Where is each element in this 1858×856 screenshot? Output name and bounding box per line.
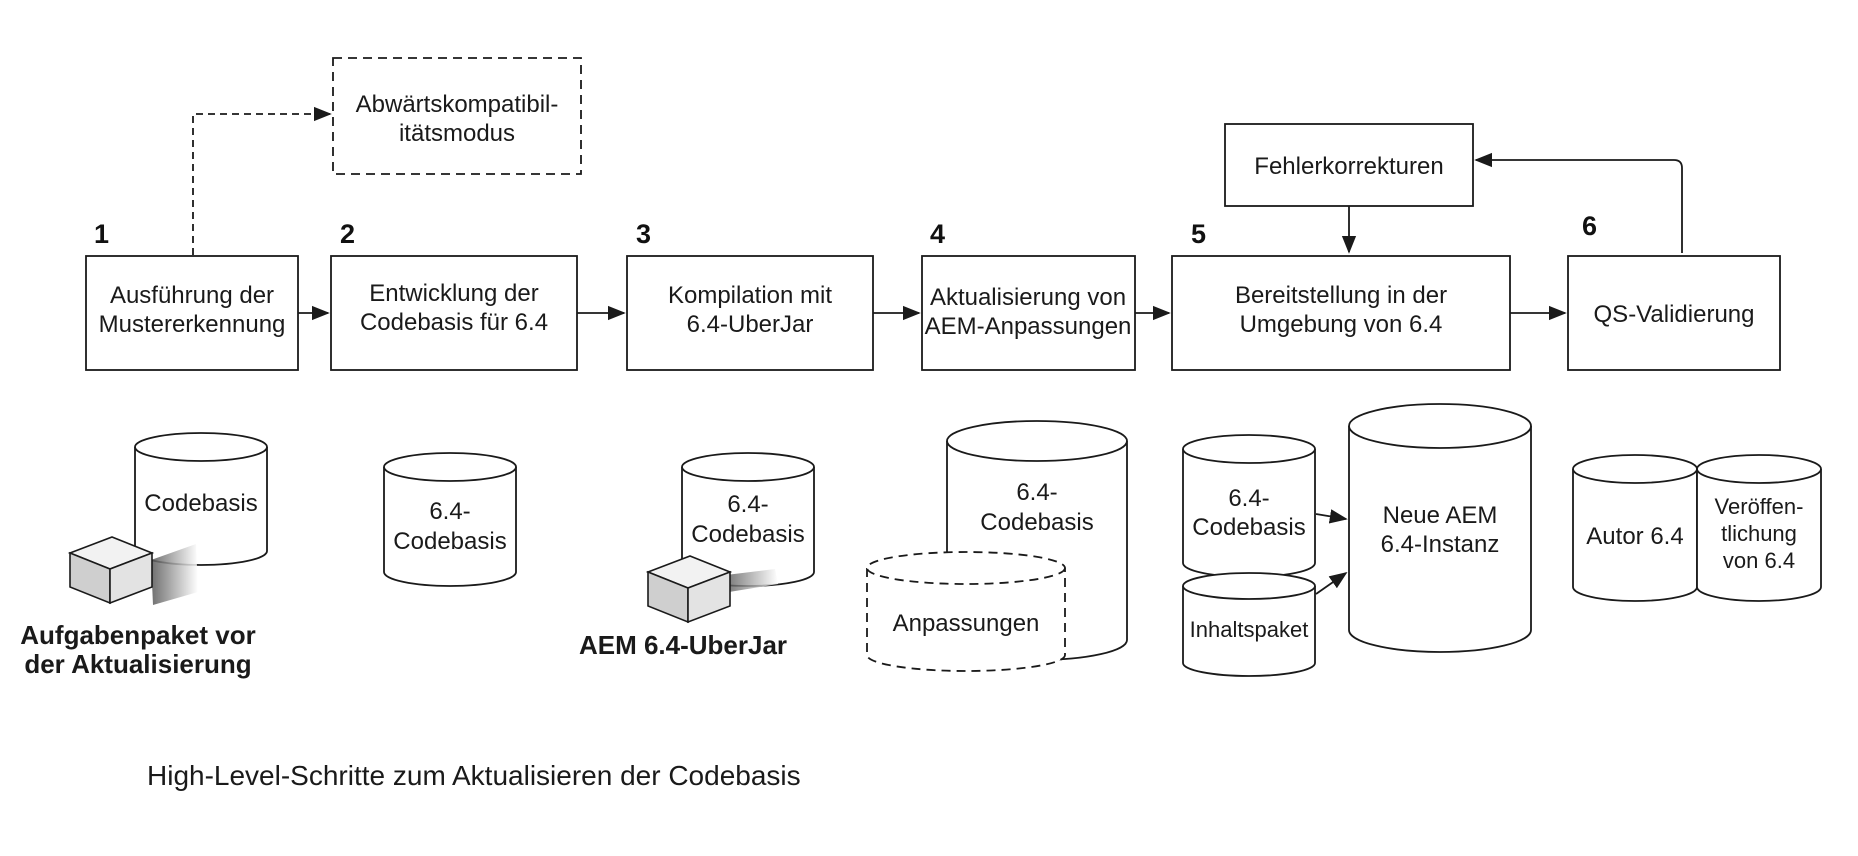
svg-text:Entwicklung der: Entwicklung der [369, 280, 538, 307]
svg-text:Codebasis: Codebasis [1192, 514, 1305, 541]
uberjar-package-label: AEM 6.4-UberJar [579, 630, 787, 660]
step-number-5: 5 [1191, 219, 1206, 249]
svg-text:Aktualisierung von: Aktualisierung von [930, 284, 1126, 311]
svg-text:Codebasis: Codebasis [144, 490, 257, 517]
arrow-codebasis-to-instance [1315, 509, 1348, 524]
customizations-cylinder: Anpassungen [866, 551, 1066, 672]
svg-text:6.4-UberJar: 6.4-UberJar [687, 311, 814, 338]
svg-text:Fehlerkorrekturen: Fehlerkorrekturen [1254, 153, 1443, 180]
compat-mode-box: Abwärtskompatibil- itätsmodus [332, 57, 582, 175]
step-box-2: Entwicklung der Codebasis für 6.4 [330, 255, 578, 371]
svg-text:Umgebung von 6.4: Umgebung von 6.4 [1240, 311, 1443, 338]
step-box-1: Ausführung der Mustererkennung [85, 255, 299, 371]
bugfix-box: Fehlerkorrekturen [1224, 123, 1474, 207]
pre-upgrade-package-label: Aufgabenpaket vor [20, 620, 256, 650]
svg-text:Codebasis: Codebasis [393, 528, 506, 555]
step-number-1: 1 [94, 219, 109, 249]
svg-text:itätsmodus: itätsmodus [399, 120, 515, 147]
svg-text:6.4-: 6.4- [429, 498, 470, 525]
svg-text:tlichung: tlichung [1721, 521, 1797, 546]
svg-text:Codebasis: Codebasis [691, 521, 804, 548]
svg-text:Veröffen-: Veröffen- [1715, 494, 1804, 519]
codebasis-cylinder: Codebasis [134, 432, 268, 566]
svg-text:Codebasis: Codebasis [980, 509, 1093, 536]
svg-text:Ausführung der: Ausführung der [110, 282, 274, 309]
svg-text:Abwärtskompatibil-: Abwärtskompatibil- [356, 91, 559, 118]
svg-text:von 6.4: von 6.4 [1723, 548, 1795, 573]
step-number-4: 4 [930, 219, 945, 249]
step-box-6: QS-Validierung [1567, 255, 1781, 371]
pre-upgrade-package-icon [67, 536, 198, 605]
svg-text:6.4-Instanz: 6.4-Instanz [1381, 531, 1500, 558]
arrow-qa-to-fix [1474, 152, 1683, 253]
step-number-3: 3 [636, 219, 651, 249]
step-number-2: 2 [340, 219, 355, 249]
uberjar-codebasis-cylinder: 6.4- Codebasis [681, 452, 815, 587]
codebasis-64-cylinder: 6.4- Codebasis [383, 452, 517, 587]
svg-text:Mustererkennung: Mustererkennung [99, 311, 286, 338]
svg-text:Inhaltspaket: Inhaltspaket [1190, 617, 1309, 642]
step-box-3: Kompilation mit 6.4-UberJar [626, 255, 874, 371]
step-box-4: Aktualisierung von AEM-Anpassungen [921, 255, 1136, 371]
svg-text:6.4-: 6.4- [1016, 479, 1057, 506]
svg-text:Bereitstellung in der: Bereitstellung in der [1235, 282, 1447, 309]
svg-text:Neue AEM: Neue AEM [1383, 502, 1498, 529]
uberjar-package-icon [645, 555, 778, 624]
svg-text:AEM-Anpassungen: AEM-Anpassungen [925, 313, 1132, 340]
svg-text:6.4-: 6.4- [1228, 485, 1269, 512]
step-number-6: 6 [1582, 211, 1597, 241]
deploy-codebasis-cylinder: 6.4- Codebasis [1182, 434, 1316, 578]
pre-upgrade-package-label-2: der Aktualisierung [24, 649, 251, 679]
content-package-cylinder: Inhaltspaket [1182, 572, 1316, 677]
diagram-caption: High-Level-Schritte zum Aktualisieren de… [147, 760, 801, 791]
svg-text:Anpassungen: Anpassungen [893, 610, 1040, 637]
svg-text:6.4-: 6.4- [727, 491, 768, 518]
publish-cylinder: Veröffen- tlichung von 6.4 [1696, 454, 1822, 602]
step-box-5: Bereitstellung in der Umgebung von 6.4 [1171, 255, 1511, 371]
dashed-arrow-compat [192, 106, 332, 255]
svg-text:Codebasis für 6.4: Codebasis für 6.4 [360, 309, 548, 336]
new-aem-instance-cylinder: Neue AEM 6.4-Instanz [1348, 403, 1532, 653]
svg-text:Autor 6.4: Autor 6.4 [1586, 523, 1683, 550]
svg-text:QS-Validierung: QS-Validierung [1594, 301, 1755, 328]
author-cylinder: Autor 6.4 [1572, 454, 1698, 602]
svg-text:Kompilation mit: Kompilation mit [668, 282, 832, 309]
arrow-content-to-instance [1315, 571, 1348, 595]
